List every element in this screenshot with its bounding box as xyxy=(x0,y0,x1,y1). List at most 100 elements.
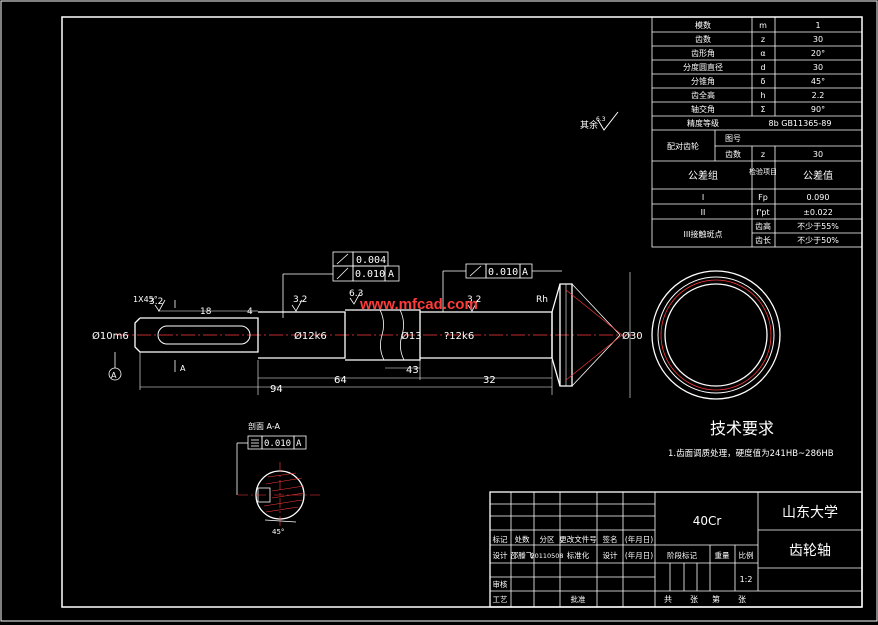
roughness-value-4: 3.2 xyxy=(467,295,481,305)
dim-4: 4 xyxy=(247,307,253,317)
tb-weight-label: 重量 xyxy=(715,551,730,560)
contact-spot-label: III接触斑点 xyxy=(683,229,722,239)
tb-process-label: 工艺 xyxy=(493,595,508,604)
tb-header-count: 处数 xyxy=(515,534,530,544)
accuracy-label: 精度等级 xyxy=(687,118,719,128)
tb-header-zone: 分区 xyxy=(540,535,555,544)
tb-designer: 邵滕飞 xyxy=(511,550,534,560)
pitch-cone-lines xyxy=(565,289,623,381)
param-value: 2.2 xyxy=(812,91,825,100)
param-name: 分锥角 xyxy=(691,76,715,86)
check-item-header: 检验项目 xyxy=(749,167,777,176)
param-value: 1 xyxy=(815,21,820,30)
param-row-3: 齿形角 α 20° xyxy=(691,48,825,58)
param-symbol: z xyxy=(761,35,765,44)
contact-item-1: 齿高 xyxy=(755,221,771,231)
section-title: 剖面 A-A xyxy=(248,421,281,431)
gear-end-view xyxy=(651,270,781,400)
rh-label: Rh xyxy=(536,295,548,305)
dim-64: 64 xyxy=(334,375,347,386)
section-a-a-view xyxy=(236,435,322,528)
runout-arrow-icon xyxy=(336,267,349,280)
tb-design2: 设计 xyxy=(603,550,618,560)
gdt-datum-2: A xyxy=(522,267,528,278)
dim-94: 94 xyxy=(270,384,283,395)
tb-header-date: (年月日) xyxy=(625,534,653,544)
material-label: 40Cr xyxy=(693,514,722,528)
roughness-value-3: 6.3 xyxy=(349,289,363,299)
rest-roughness-note: 其余 6.3 xyxy=(580,111,619,131)
tol-item-2: f'pt xyxy=(756,208,769,217)
roughness-mark-icon xyxy=(291,299,303,312)
dim-18: 18 xyxy=(200,307,212,317)
gdt-datum-1: A xyxy=(388,269,394,280)
rest-roughness-value: 6.3 xyxy=(596,116,606,123)
gdt-frame-upper xyxy=(282,251,400,318)
tb-scale-value: 1:2 xyxy=(740,575,753,584)
section-hatch xyxy=(263,472,305,513)
param-symbol: δ xyxy=(761,77,766,86)
param-symbol: h xyxy=(760,91,765,100)
param-row-2: 齿数 z 30 xyxy=(695,34,823,44)
dim-43: 43 xyxy=(406,365,419,376)
param-name: 齿全高 xyxy=(691,90,715,100)
mating-gear-label: 配对齿轮 xyxy=(667,141,699,151)
symmetry-value: 0.010 xyxy=(264,439,291,449)
tol-group-header: 公差组 xyxy=(688,169,718,182)
tol-group-1: I xyxy=(702,193,704,202)
title-block-grid xyxy=(489,491,863,608)
param-row-6: 齿全高 h 2.2 xyxy=(691,90,824,100)
shaft-roughness-marks xyxy=(154,292,479,312)
tb-approve-label: 批准 xyxy=(571,594,586,604)
gear-parameter-table xyxy=(651,16,863,248)
datum-a-label: A xyxy=(111,371,117,380)
chamfer-label: 1X45° xyxy=(133,295,158,304)
dim-32: 32 xyxy=(483,375,496,386)
tb-total-unit: 张 xyxy=(690,595,698,604)
tech-req-title: 技术要求 xyxy=(710,419,774,438)
param-value: 30 xyxy=(813,63,823,72)
param-value: 45° xyxy=(811,77,825,86)
accuracy-value: 8b GB11365-89 xyxy=(769,119,832,128)
param-symbol: m xyxy=(759,21,767,30)
param-name: 齿数 xyxy=(695,34,711,44)
tb-ymd: (年月日) xyxy=(625,550,653,560)
param-symbol: Σ xyxy=(760,105,765,114)
param-name: 分度圆直径 xyxy=(683,62,723,72)
section-mark-label: A xyxy=(180,364,186,373)
param-symbol: d xyxy=(760,63,765,72)
dia-10-label: Ø10m6 xyxy=(92,330,129,342)
contact-item-2: 齿长 xyxy=(755,235,771,245)
roughness-mark-icon xyxy=(349,292,361,305)
tb-date-code: 20110508 xyxy=(530,552,563,560)
tol-value-2: ±0.022 xyxy=(803,208,833,217)
tb-header-sign: 签名 xyxy=(603,534,618,544)
param-row-1: 模数 m 1 xyxy=(695,20,821,30)
tol-value-header: 公差值 xyxy=(803,169,833,182)
dia-13-label: Ø13 xyxy=(401,330,422,342)
param-value: 20° xyxy=(811,49,825,58)
section-angle: 45° xyxy=(272,528,284,536)
dimension-lines xyxy=(139,272,631,398)
runout-arrow-icon xyxy=(336,253,349,265)
tb-design-label: 设计 xyxy=(493,550,508,560)
gdt-value-1: 0.004 xyxy=(356,255,386,266)
param-symbol: α xyxy=(760,49,765,58)
dia-30-label: Ø30 xyxy=(622,330,643,342)
dia-12b-label: ?12k6 xyxy=(444,331,474,342)
roughness-value-2: 3.2 xyxy=(293,295,307,305)
shaft-main-view xyxy=(115,283,640,387)
tol-value-1: 0.090 xyxy=(807,193,830,202)
mating-drawing-no-label: 图号 xyxy=(725,134,741,143)
tb-stage-label: 阶段标记 xyxy=(667,550,697,560)
tb-sheet-label: 第 xyxy=(712,594,720,604)
param-value: 30 xyxy=(813,35,823,44)
tb-total-label: 共 xyxy=(664,595,672,604)
symmetry-datum: A xyxy=(296,439,302,449)
param-name: 轴交角 xyxy=(691,104,715,114)
tol-item-1: Fp xyxy=(758,193,768,202)
tb-sheet-unit: 张 xyxy=(738,595,746,604)
gdt-value-2: 0.010 xyxy=(355,269,385,280)
roughness-mark-icon xyxy=(467,299,479,312)
